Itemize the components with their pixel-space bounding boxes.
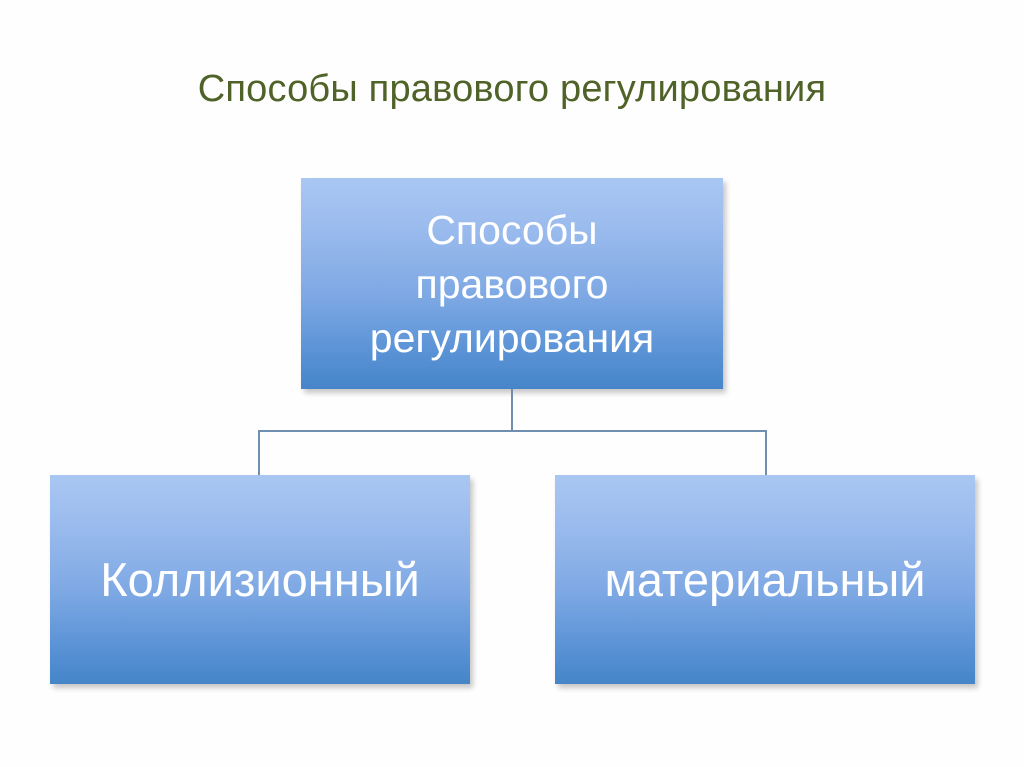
- diagram-node-root-label: Способы правового регулирования: [369, 206, 655, 361]
- diagram-node-child-material-label: материальный: [604, 552, 926, 606]
- diagram-node-child-collision[interactable]: Коллизионный: [50, 475, 470, 684]
- diagram-node-child-material[interactable]: материальный: [555, 475, 975, 684]
- diagram-node-root[interactable]: Способы правового регулирования: [301, 178, 723, 389]
- connector-horizontal-bar: [258, 430, 767, 432]
- connector-drop-right: [765, 430, 767, 476]
- connector-stem-vertical: [511, 389, 513, 432]
- diagram-node-child-collision-label: Коллизионный: [100, 552, 420, 606]
- page-title: Способы правового регулирования: [197, 68, 827, 110]
- connector-drop-left: [258, 430, 260, 476]
